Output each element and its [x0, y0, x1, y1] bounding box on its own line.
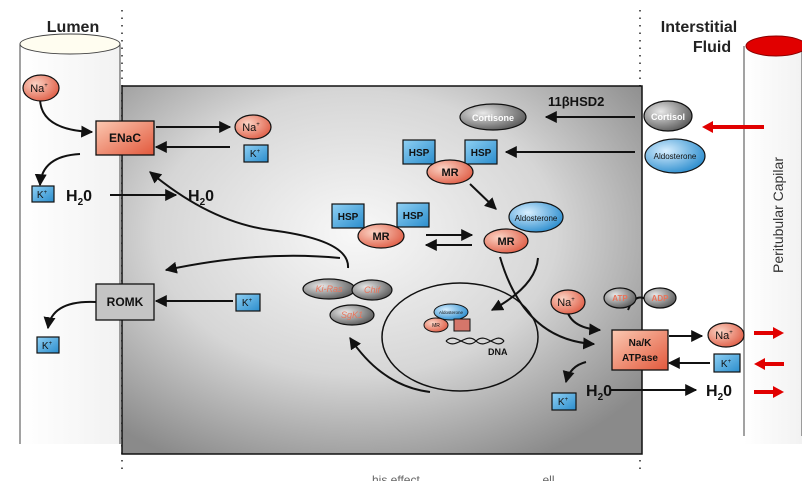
svg-text:K+: K+ [42, 341, 53, 352]
svg-text:HSP: HSP [403, 211, 424, 222]
svg-text:Na+: Na+ [30, 83, 48, 95]
na-cell-pump: Na+ [550, 289, 586, 315]
atp-node: ATP [603, 287, 637, 309]
water-lumen: H20 [66, 188, 92, 208]
svg-text:ENaC: ENaC [109, 131, 141, 145]
water-cell-basolateral: H20 [586, 383, 612, 403]
svg-text:ATP: ATP [612, 294, 628, 303]
svg-text:Na/K: Na/K [629, 338, 653, 349]
ki-ras-gene: Ki-Ras [302, 278, 356, 300]
svg-text:Cortisol: Cortisol [651, 112, 685, 122]
footer-caption: …his effect … … … … … … … …ell [360, 473, 554, 481]
svg-text:SgK1: SgK1 [341, 310, 363, 320]
enzyme-label: 11βHSD2 [548, 94, 604, 109]
svg-text:Na+: Na+ [557, 297, 575, 309]
k-lumen-upper: K+ [31, 185, 55, 203]
cortisone-node: Cortisone [459, 103, 527, 131]
water-cell: H20 [188, 188, 214, 208]
svg-text:Ki-Ras: Ki-Ras [315, 284, 343, 294]
dna-label: DNA [488, 347, 508, 357]
svg-text:Na+: Na+ [715, 330, 733, 342]
sgk1-gene: SgK1 [329, 304, 375, 326]
na-lumen: Na+ [22, 74, 60, 102]
enac-channel: ENaC [95, 120, 155, 156]
svg-text:Aldosterone: Aldosterone [515, 214, 558, 223]
capillary-label: Peritubular Capilar [770, 157, 786, 273]
fluid-label: Fluid [693, 39, 731, 56]
svg-text:K+: K+ [721, 359, 732, 370]
adp-node: ADP [643, 287, 677, 309]
svg-text:Aldosterone: Aldosterone [439, 310, 464, 315]
svg-text:ATPase: ATPase [622, 353, 658, 364]
na-cell-top: Na+ [234, 114, 272, 140]
svg-text:MR: MR [497, 236, 514, 248]
lumen-tube [19, 33, 121, 444]
lumen-label: Lumen [47, 19, 99, 36]
romk-channel: ROMK [95, 283, 155, 321]
k-lumen-lower: K+ [36, 336, 60, 354]
chif-gene: Chif [351, 279, 393, 301]
aldosterone-outside: Aldosterone [644, 138, 706, 174]
svg-text:ADP: ADP [652, 294, 670, 303]
svg-text:HSP: HSP [471, 148, 492, 159]
water-interstitial: H20 [706, 383, 732, 403]
k-cell-romk: K+ [235, 293, 261, 312]
na-k-atpase: Na/K ATPase [611, 329, 669, 371]
svg-text:K+: K+ [37, 190, 48, 201]
red-arrows [702, 121, 784, 398]
k-cell-bottom: K+ [551, 392, 577, 411]
nucleus [381, 282, 539, 392]
svg-text:K+: K+ [250, 149, 261, 160]
svg-text:HSP: HSP [338, 212, 359, 223]
interstitial-label: Interstitial [661, 19, 737, 36]
svg-text:MR: MR [441, 167, 458, 179]
svg-text:K+: K+ [242, 298, 253, 309]
svg-text:HSP: HSP [409, 148, 430, 159]
svg-text:Cortisone: Cortisone [472, 113, 514, 123]
capillary-tube [743, 35, 802, 444]
svg-text:Chif: Chif [364, 285, 382, 295]
nuclear-complex: Aldosterone MR [423, 303, 471, 333]
svg-text:MR: MR [432, 323, 440, 329]
arrows [34, 97, 710, 396]
svg-text:Aldosterone: Aldosterone [654, 152, 697, 161]
na-interstitial: Na+ [707, 322, 745, 348]
mr-hsp-complex-upper: HSP HSP MR [402, 139, 498, 185]
svg-text:MR: MR [372, 231, 389, 243]
k-cell-top: K+ [243, 144, 269, 163]
aldosterone-mr-complex: Aldosterone MR [483, 201, 564, 254]
dna-strand [445, 337, 505, 345]
svg-text:ROMK: ROMK [107, 295, 144, 309]
cortisol-node: Cortisol [643, 100, 693, 132]
mr-hsp-complex-lower: HSP HSP MR [331, 202, 430, 249]
svg-text:Na+: Na+ [242, 122, 260, 134]
k-interstitial: K+ [713, 353, 741, 373]
svg-text:K+: K+ [558, 397, 569, 408]
